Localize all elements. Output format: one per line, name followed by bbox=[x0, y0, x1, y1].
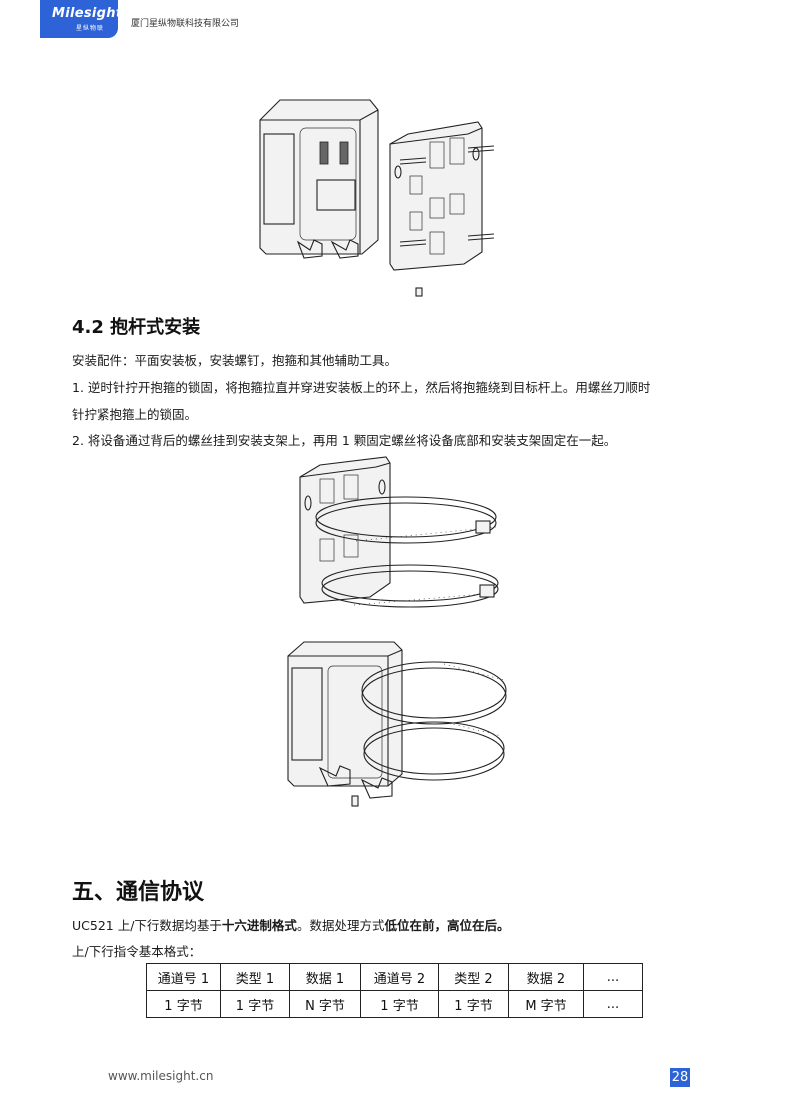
page-number: 28 bbox=[670, 1068, 690, 1087]
intro-prefix: UC521 上/下行数据均基于 bbox=[72, 918, 222, 933]
step1-line1: 1. 逆时针拧开抱箍的锁固，将抱箍拉直并穿进安装板上的环上，然后将抱箍绕到目标杆… bbox=[72, 380, 651, 395]
table-cell: 1 字节 bbox=[360, 990, 439, 1018]
logo-sub-text: 星纵物联 bbox=[76, 25, 105, 32]
table-cell: 类型 2 bbox=[438, 963, 509, 991]
table-cell: ... bbox=[583, 963, 643, 991]
accessories-text: 安装配件：平面安装板，安装螺钉，抱箍和其他辅助工具。 bbox=[72, 353, 398, 368]
table-cell: M 字节 bbox=[508, 990, 584, 1018]
brand-logo: Milesight 星纵物联 bbox=[40, 0, 122, 38]
table-cell: 数据 2 bbox=[508, 963, 584, 991]
table-cell: 数据 1 bbox=[289, 963, 361, 991]
intro-bold-endian: 低位在前，高位在后。 bbox=[384, 918, 510, 933]
step1-line2: 针拧紧抱箍上的锁固。 bbox=[72, 407, 198, 422]
wall-mount-figure bbox=[259, 99, 495, 297]
table-cell: N 字节 bbox=[289, 990, 361, 1018]
company-name: 厦门星纵物联科技有限公司 bbox=[131, 19, 240, 29]
table-cell: 类型 1 bbox=[220, 963, 290, 991]
table-cell: ... bbox=[583, 990, 643, 1018]
intro-mid: 。数据处理方式 bbox=[296, 918, 385, 933]
table-cell: 1 字节 bbox=[146, 990, 221, 1018]
footer-url[interactable]: www.milesight.cn bbox=[108, 1069, 214, 1083]
table-cell: 1 字节 bbox=[220, 990, 290, 1018]
protocol-intro: UC521 上/下行数据均基于十六进制格式。数据处理方式低位在前，高位在后。 bbox=[72, 917, 509, 935]
section-title-4-2: 4.2 抱杆式安装 bbox=[72, 317, 201, 338]
table-cell: 1 字节 bbox=[438, 990, 509, 1018]
pole-clamp-figure bbox=[299, 456, 499, 608]
step2-text: 2. 将设备通过背后的螺丝挂到安装支架上，再用 1 颗固定螺丝将设备底部和安装支… bbox=[72, 433, 617, 448]
intro-bold-hex: 十六进制格式 bbox=[221, 918, 297, 933]
section-title-5: 五、通信协议 bbox=[72, 880, 205, 905]
table-cell: 通道号 2 bbox=[360, 963, 439, 991]
device-on-clamp-figure bbox=[287, 641, 507, 807]
table-row: 1 字节 1 字节 N 字节 1 字节 1 字节 M 字节 ... bbox=[146, 990, 643, 1018]
logo-brand-text: Milesight bbox=[52, 6, 123, 21]
format-label: 上/下行指令基本格式： bbox=[72, 944, 202, 959]
command-format-table: 通道号 1 类型 1 数据 1 通道号 2 类型 2 数据 2 ... 1 字节… bbox=[146, 963, 643, 1018]
table-row: 通道号 1 类型 1 数据 1 通道号 2 类型 2 数据 2 ... bbox=[146, 963, 643, 991]
table-cell: 通道号 1 bbox=[146, 963, 221, 991]
